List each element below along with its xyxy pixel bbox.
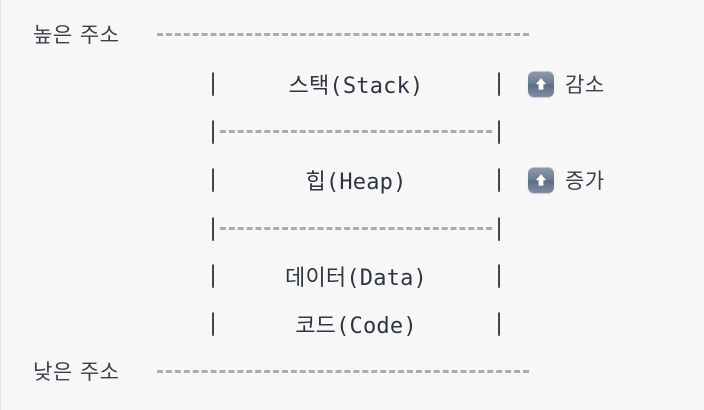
stack-box: | 스택(Stack) | xyxy=(206,68,506,100)
row-divider-stack-heap: | | xyxy=(1,108,704,155)
top-boundary-rule xyxy=(157,33,529,36)
heap-box: | 힙(Heap) | xyxy=(206,164,506,196)
divider-stack-heap: | | xyxy=(206,120,506,143)
segment-label-data: 데이터(Data) xyxy=(285,265,427,291)
annotation-heap-direction: 증가 xyxy=(528,165,605,195)
pipe-right-divider-1: | xyxy=(492,118,506,144)
bottom-boundary-rule xyxy=(157,370,529,373)
code-box: | 코드(Code) | xyxy=(206,308,506,340)
pipe-left-code: | xyxy=(206,310,220,336)
row-data: | 데이터(Data) | xyxy=(1,252,704,299)
annotation-label-heap: 증가 xyxy=(565,168,605,193)
pipe-right-heap: | xyxy=(492,166,506,192)
pipe-left-data: | xyxy=(206,262,220,288)
row-heap: | 힙(Heap) | 증가 xyxy=(1,156,704,203)
inner-rule-2 xyxy=(220,227,492,230)
annotation-label-stack: 감소 xyxy=(565,72,605,97)
pipe-left-divider-1: | xyxy=(206,118,220,144)
row-high-address: 높은 주소 xyxy=(1,10,704,57)
low-address-label: 낮은 주소 xyxy=(33,359,120,384)
pipe-right-code: | xyxy=(492,310,506,336)
divider-heap-data: | | xyxy=(206,217,506,240)
segment-label-heap: 힙(Heap) xyxy=(305,169,407,195)
row-stack: | 스택(Stack) | 감소 xyxy=(1,60,704,107)
row-low-address: 낮은 주소 xyxy=(1,347,704,394)
inner-rule-1 xyxy=(220,130,492,133)
up-arrow-badge-icon xyxy=(528,70,554,97)
segment-label-stack: 스택(Stack) xyxy=(288,73,424,99)
up-arrow-badge-icon xyxy=(528,166,554,193)
data-box: | 데이터(Data) | xyxy=(206,260,506,292)
row-code: | 코드(Code) | xyxy=(1,300,704,347)
segment-label-code: 코드(Code) xyxy=(295,313,417,339)
pipe-left-divider-2: | xyxy=(206,215,220,241)
pipe-right-data: | xyxy=(492,262,506,288)
annotation-stack-direction: 감소 xyxy=(528,69,605,99)
row-divider-heap-data: | | xyxy=(1,205,704,252)
pipe-right-stack: | xyxy=(492,70,506,96)
pipe-left-heap: | xyxy=(206,166,220,192)
pipe-left-stack: | xyxy=(206,70,220,96)
pipe-right-divider-2: | xyxy=(492,215,506,241)
high-address-label: 높은 주소 xyxy=(33,22,120,47)
